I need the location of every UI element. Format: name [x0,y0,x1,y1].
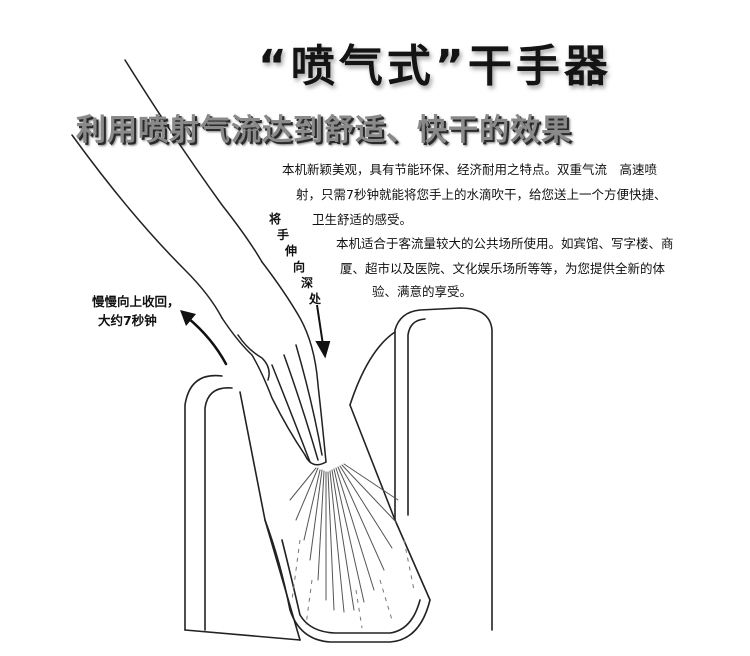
description-line-1: 本机新颖美观，具有节能环保、经济耐用之特点。双重气流 高速喷 [282,162,658,177]
page-title: “喷气式”干手器 [258,41,612,92]
description-line-2: 射，只需7秒钟就能将您手上的水滴吹干，给您送上一个方便快捷、 [296,187,667,202]
dryer-right-lip [349,331,396,406]
arm-lower-edge [71,134,223,319]
air-spray [289,463,399,613]
dryer-right-tower [394,307,493,631]
description-line-5: 厦、超市以及医院、文化娱乐场所等等，为您提供全新的体 [340,261,666,276]
hand-arm [71,59,327,466]
thumb [237,334,270,381]
insert-instruction-char: 将 [269,212,282,226]
insert-instruction-char: 深 [301,276,314,290]
dryer-right-tower-inner [407,318,426,516]
dryer-right-panel-front [349,404,431,601]
insert-arrow [315,304,331,359]
finger-3 [295,344,323,456]
dryer-front-left-edge [184,374,223,631]
insert-instruction-char: 手 [277,228,290,242]
dryer-basin-inner [281,539,421,634]
finger-1 [271,364,311,463]
dryer-inner-left-wall [239,391,301,641]
fingertips [304,454,327,466]
description-line-4: 本机适合于客流量较大的公共场所使用。如宾馆、写字楼、商 [336,236,674,251]
withdraw-instruction-line-2: 大约7秒钟 [98,313,157,328]
insert-instruction-char: 伸 [285,244,298,258]
dryer-left-panel [204,387,233,631]
dryer-basin [264,519,431,643]
finger-2 [283,354,319,461]
arm-upper-edge [124,59,263,263]
hand-back [261,261,327,463]
page-subtitle: 利用喷射气流达到舒适、快干的效果 [76,113,572,148]
dryer-base-line [184,629,301,641]
air-spray-dashes [291,539,415,629]
description-line-3: 卫生舒适的感受。 [312,212,413,227]
insert-instruction-char: 向 [293,260,306,274]
withdraw-instruction-line-1: 慢慢向上收回， [92,294,180,309]
withdraw-arrow [180,310,228,366]
insert-instruction-char: 处 [309,292,322,306]
description-line-6: 验、满意的享受。 [372,284,473,299]
hand-palm [221,317,306,456]
